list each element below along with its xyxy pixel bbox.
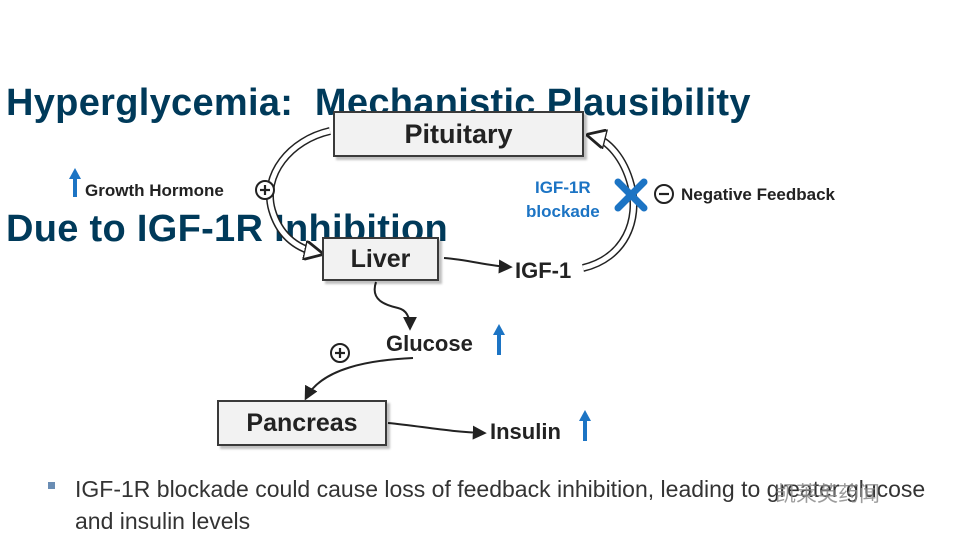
slide-title-line-2: Due to IGF-1R Inhibition [6, 208, 449, 250]
igf1-label: IGF-1 [515, 258, 572, 283]
liver-to-glucose-arrow [373, 281, 417, 331]
glucose-to-pancreas-arrow [304, 357, 414, 401]
pancreas-to-insulin-arrow [387, 422, 487, 440]
plus-circle-icon [255, 180, 275, 200]
pituitary-node: Pituitary [333, 111, 584, 157]
plus-circle-icon [330, 343, 350, 363]
glucose-label: Glucose [386, 331, 473, 356]
blockade-x-icon [614, 178, 648, 212]
igf1-to-pituitary-feedback-arrow [581, 136, 638, 272]
igf1r-blockade-label: IGF-1R blockade [526, 178, 600, 221]
pituitary-to-liver-arrow [266, 127, 331, 253]
liver-to-igf1-arrow [443, 257, 513, 274]
slide-title-line-1: Hyperglycemia: Mechanistic Plausibility [6, 82, 751, 124]
insulin-label: Insulin [490, 419, 561, 444]
insulin-up-arrow-icon [579, 410, 591, 441]
growth-hormone-label: Growth Hormone [85, 181, 224, 200]
growth-hormone-up-arrow-icon [69, 168, 81, 197]
liver-node: Liver [322, 237, 439, 281]
negative-feedback-label: Negative Feedback [681, 185, 836, 204]
bullet-marker [48, 482, 55, 489]
bullet-text: IGF-1R blockade could cause loss of feed… [75, 476, 926, 534]
glucose-up-arrow-icon [493, 324, 505, 355]
minus-circle-icon [654, 184, 674, 204]
slide-title: Hyperglycemia: Mechanistic Plausibility … [6, 0, 751, 292]
watermark: 凯莱英药闻 [775, 483, 880, 506]
pancreas-node: Pancreas [217, 400, 387, 446]
